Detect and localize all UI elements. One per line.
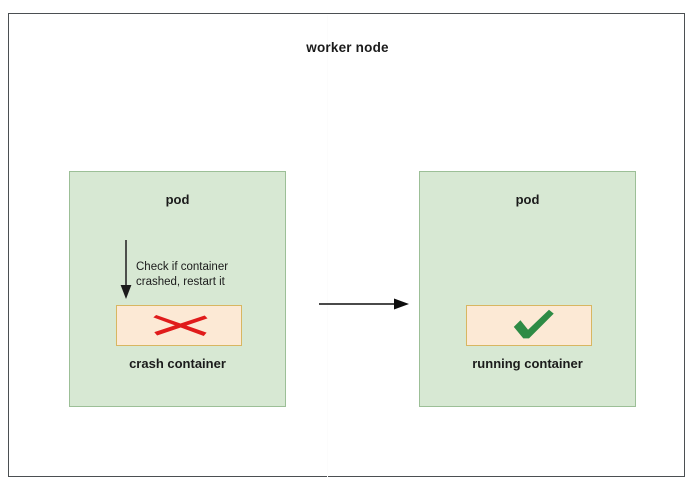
worker-node-frame: worker node pod Check if container crash…	[8, 13, 685, 477]
pod-crashed: pod Check if container crashed, restart …	[69, 171, 286, 407]
restart-annotation-line-2: crashed, restart it	[136, 276, 225, 288]
panel-divider	[327, 15, 328, 477]
red-cross-icon	[153, 315, 208, 336]
down-arrow-icon	[120, 240, 132, 299]
running-container-label: running container	[472, 356, 583, 371]
crash-container-box	[116, 305, 242, 346]
green-check-icon	[513, 309, 554, 339]
restart-annotation: Check if container crashed, restart it	[118, 240, 283, 305]
pod-title: pod	[515, 192, 540, 207]
worker-node-title: worker node	[306, 40, 389, 55]
restart-annotation-text: Check if container crashed, restart it	[136, 260, 228, 290]
right-arrow-icon	[319, 298, 409, 310]
pod-title: pod	[165, 192, 190, 207]
restart-annotation-line-1: Check if container	[136, 261, 229, 273]
crash-container-label: crash container	[129, 356, 226, 371]
running-container-box	[466, 305, 592, 346]
pod-running: pod running container	[419, 171, 636, 407]
